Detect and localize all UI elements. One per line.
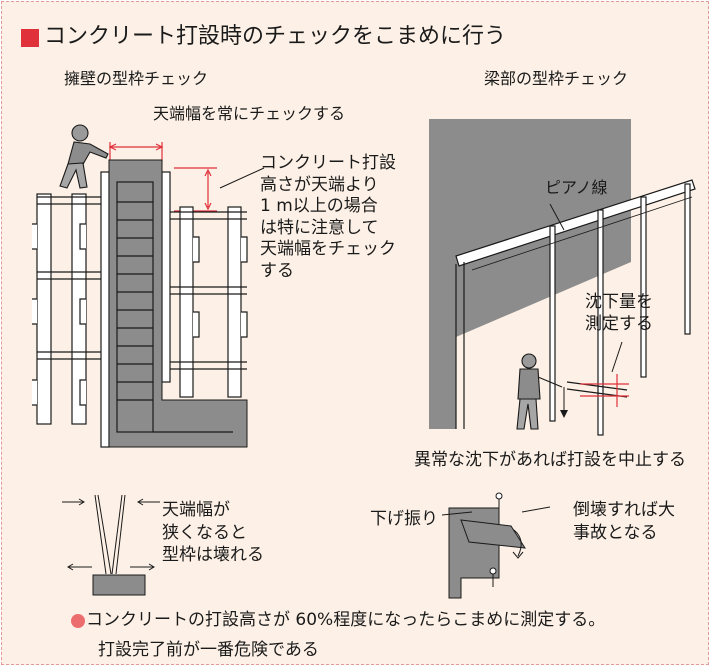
- right-heading: 梁部の型枠チェック: [484, 69, 629, 88]
- stop-pouring-note: 異常な沈下があれば打設を中止する: [414, 450, 686, 470]
- rebar-ladder: [116, 181, 233, 433]
- narrowing-form-illustration: [62, 494, 160, 596]
- left-note-line: コンクリート打設: [260, 153, 396, 173]
- settlement-line: 測定する: [585, 314, 653, 334]
- left-callout-note: コンクリート打設 高さが天端より 1 m以上の場合 は特に注意して 天端幅をチェ…: [260, 153, 396, 282]
- piano-wire-leader: [549, 203, 565, 231]
- form-lines: [94, 494, 126, 575]
- title-marker-square: [21, 29, 39, 47]
- collapse-illustration: [442, 492, 551, 599]
- piano-wire: [471, 196, 693, 271]
- narrowing-note: 天端幅が 狭くなると 型枠は壊れる: [162, 499, 264, 567]
- narrowing-line: 狭くなると: [162, 522, 247, 543]
- left-note-line: 高さが天端より: [260, 174, 379, 195]
- retaining-wall-illustration: [32, 124, 265, 448]
- worker-figure: [59, 124, 109, 189]
- width-check-arrow: [108, 142, 164, 162]
- collapse-line: 事故となる: [573, 523, 658, 543]
- inward-arrows: [62, 498, 160, 571]
- left-note-line: 天端幅をチェック: [260, 239, 396, 259]
- left-note-line: 1 m以上の場合: [260, 196, 378, 216]
- collapse-leader: [521, 506, 551, 513]
- height-check-marker: [174, 167, 217, 212]
- narrowing-line: 型枠は壊れる: [162, 545, 264, 565]
- footing-block: [92, 574, 146, 596]
- collapse-arrow: [513, 529, 522, 557]
- concrete-wall: [108, 159, 248, 448]
- small-workers: [489, 492, 503, 587]
- page-title: コンクリート打設時のチェックをこまめに行う: [44, 24, 507, 49]
- sloped-beam: [455, 179, 696, 429]
- settlement-line: 沈下量を: [585, 292, 653, 312]
- collapse-note: 倒壊すれば大 事故となる: [573, 499, 675, 545]
- settlement-leader: [611, 341, 623, 373]
- worker-figure-right: [516, 353, 563, 430]
- callout-top-width: 天端幅を常にチェックする: [153, 104, 346, 123]
- plumb-bob-icon: [560, 410, 568, 418]
- left-note-line: する: [260, 260, 294, 281]
- collapse-line: 倒壊すれば大: [573, 500, 675, 520]
- plumb-leader: [442, 511, 473, 516]
- footer-note-line1: コンクリートの打設高さが 60%程度になったらこまめに測定する。: [86, 610, 606, 630]
- footer-note-line2: 打設完了前が一番危険である: [98, 640, 319, 660]
- narrowing-line: 天端幅が: [162, 500, 230, 520]
- falling-slab: [460, 519, 526, 549]
- left-scaffold: [32, 193, 102, 425]
- left-note-line: は特に注意して: [260, 217, 379, 238]
- piano-wire-label: ピアノ線: [545, 178, 608, 197]
- concrete-beam-block: [429, 119, 631, 429]
- beam-formwork-illustration: [429, 119, 696, 436]
- callout-leader-line: [219, 167, 265, 189]
- bullet-icon: [71, 614, 85, 628]
- left-heading: 擁壁の型枠チェック: [64, 69, 209, 88]
- right-scaffold: [170, 206, 248, 398]
- plumb-label: 下げ振り: [370, 509, 438, 529]
- settlement-marks: [580, 374, 629, 407]
- settlement-label: 沈下量を 測定する: [585, 291, 653, 335]
- support-posts: [549, 183, 691, 436]
